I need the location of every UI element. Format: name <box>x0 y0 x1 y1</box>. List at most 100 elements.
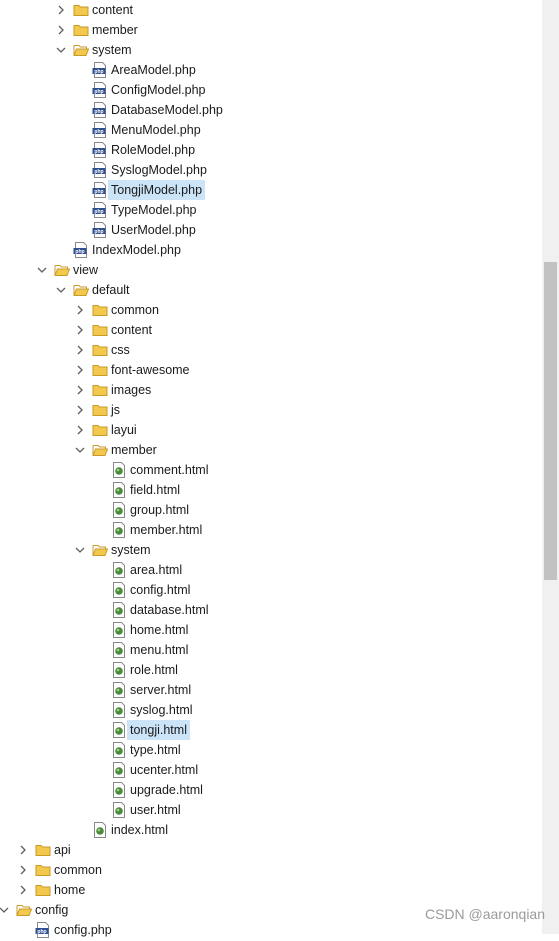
tree-item-label[interactable]: config.php <box>54 923 112 937</box>
tree-item-label[interactable]: tongji.html <box>127 720 190 740</box>
tree-row-syslog-html[interactable]: syslog.html <box>0 700 542 720</box>
tree-row-home-html[interactable]: home.html <box>0 620 542 640</box>
tree-row-content[interactable]: content <box>0 320 542 340</box>
tree-row-member[interactable]: member <box>0 440 542 460</box>
tree-item-label[interactable]: member.html <box>130 523 203 537</box>
tree-row-api[interactable]: api <box>0 840 542 860</box>
tree-item-label[interactable]: config <box>35 903 69 917</box>
tree-item-label[interactable]: system <box>111 543 151 557</box>
chevron-down-icon[interactable] <box>36 264 48 276</box>
tree-row-member[interactable]: member <box>0 20 542 40</box>
vertical-scrollbar[interactable] <box>542 0 559 934</box>
tree-row-system[interactable]: system <box>0 40 542 60</box>
tree-row-comment-html[interactable]: comment.html <box>0 460 542 480</box>
tree-item-label[interactable]: default <box>92 283 130 297</box>
tree-item-label[interactable]: area.html <box>130 563 183 577</box>
tree-item-label[interactable]: common <box>54 863 102 877</box>
tree-item-label[interactable]: type.html <box>130 743 181 757</box>
tree-row-js[interactable]: js <box>0 400 542 420</box>
tree-item-label[interactable]: upgrade.html <box>130 783 203 797</box>
chevron-right-icon[interactable] <box>74 384 86 396</box>
tree-item-label[interactable]: comment.html <box>130 463 209 477</box>
tree-item-label[interactable]: member <box>92 23 138 37</box>
chevron-right-icon[interactable] <box>17 864 29 876</box>
tree-item-label[interactable]: syslog.html <box>130 703 193 717</box>
chevron-right-icon[interactable] <box>74 424 86 436</box>
tree-row-member-html[interactable]: member.html <box>0 520 542 540</box>
chevron-right-icon[interactable] <box>17 844 29 856</box>
tree-row-common[interactable]: common <box>0 300 542 320</box>
tree-item-label[interactable]: AreaModel.php <box>111 63 196 77</box>
chevron-right-icon[interactable] <box>74 404 86 416</box>
tree-row-view[interactable]: view <box>0 260 542 280</box>
chevron-right-icon[interactable] <box>55 24 67 36</box>
chevron-down-icon[interactable] <box>55 284 67 296</box>
tree-row-database-html[interactable]: database.html <box>0 600 542 620</box>
tree-item-label[interactable]: css <box>111 343 130 357</box>
tree-row-font-awesome[interactable]: font-awesome <box>0 360 542 380</box>
tree-item-label[interactable]: member <box>111 443 157 457</box>
tree-item-label[interactable]: IndexModel.php <box>92 243 181 257</box>
tree-item-label[interactable]: field.html <box>130 483 181 497</box>
tree-row-content[interactable]: content <box>0 0 542 20</box>
chevron-right-icon[interactable] <box>17 884 29 896</box>
tree-item-label[interactable]: MenuModel.php <box>111 123 201 137</box>
tree-row-server-html[interactable]: server.html <box>0 680 542 700</box>
tree-item-label[interactable]: SyslogModel.php <box>111 163 207 177</box>
tree-item-label[interactable]: UserModel.php <box>111 223 196 237</box>
tree-item-label[interactable]: index.html <box>111 823 168 837</box>
tree-item-label[interactable]: api <box>54 843 71 857</box>
chevron-down-icon[interactable] <box>74 544 86 556</box>
tree-item-label[interactable]: js <box>111 403 121 417</box>
tree-item-label[interactable]: RoleModel.php <box>111 143 196 157</box>
tree-item-label[interactable]: menu.html <box>130 643 189 657</box>
tree-row-upgrade-html[interactable]: upgrade.html <box>0 780 542 800</box>
tree-item-label[interactable]: view <box>73 263 99 277</box>
scrollbar-thumb[interactable] <box>544 262 557 580</box>
tree-row-css[interactable]: css <box>0 340 542 360</box>
chevron-down-icon[interactable] <box>0 904 10 916</box>
chevron-down-icon[interactable] <box>55 44 67 56</box>
tree-row-index-html[interactable]: index.html <box>0 820 542 840</box>
tree-row-default[interactable]: default <box>0 280 542 300</box>
tree-item-label[interactable]: group.html <box>130 503 190 517</box>
tree-row-menu-html[interactable]: menu.html <box>0 640 542 660</box>
tree-row-images[interactable]: images <box>0 380 542 400</box>
tree-item-label[interactable]: layui <box>111 423 137 437</box>
chevron-right-icon[interactable] <box>74 324 86 336</box>
tree-row-config[interactable]: config <box>0 900 542 920</box>
tree-row-layui[interactable]: layui <box>0 420 542 440</box>
tree-row-role-html[interactable]: role.html <box>0 660 542 680</box>
tree-item-label[interactable]: common <box>111 303 159 317</box>
tree-item-label[interactable]: content <box>111 323 153 337</box>
tree-row-tongji-html[interactable]: tongji.html <box>0 720 542 740</box>
tree-item-label[interactable]: config.html <box>130 583 191 597</box>
tree-item-label[interactable]: content <box>92 3 134 17</box>
tree-item-label[interactable]: ConfigModel.php <box>111 83 206 97</box>
tree-row-config-html[interactable]: config.html <box>0 580 542 600</box>
chevron-right-icon[interactable] <box>74 304 86 316</box>
tree-item-label[interactable]: server.html <box>130 683 192 697</box>
tree-item-label[interactable]: database.html <box>130 603 209 617</box>
tree-item-label[interactable]: user.html <box>130 803 181 817</box>
tree-row-group-html[interactable]: group.html <box>0 500 542 520</box>
chevron-right-icon[interactable] <box>74 364 86 376</box>
tree-item-label[interactable]: images <box>111 383 152 397</box>
tree-item-label[interactable]: DatabaseModel.php <box>111 103 223 117</box>
tree-item-label[interactable]: ucenter.html <box>130 763 199 777</box>
tree-row-system[interactable]: system <box>0 540 542 560</box>
tree-row-user-html[interactable]: user.html <box>0 800 542 820</box>
tree-item-label[interactable]: home <box>54 883 86 897</box>
chevron-right-icon[interactable] <box>55 4 67 16</box>
tree-row-ucenter-html[interactable]: ucenter.html <box>0 760 542 780</box>
tree-item-label[interactable]: TypeModel.php <box>111 203 197 217</box>
